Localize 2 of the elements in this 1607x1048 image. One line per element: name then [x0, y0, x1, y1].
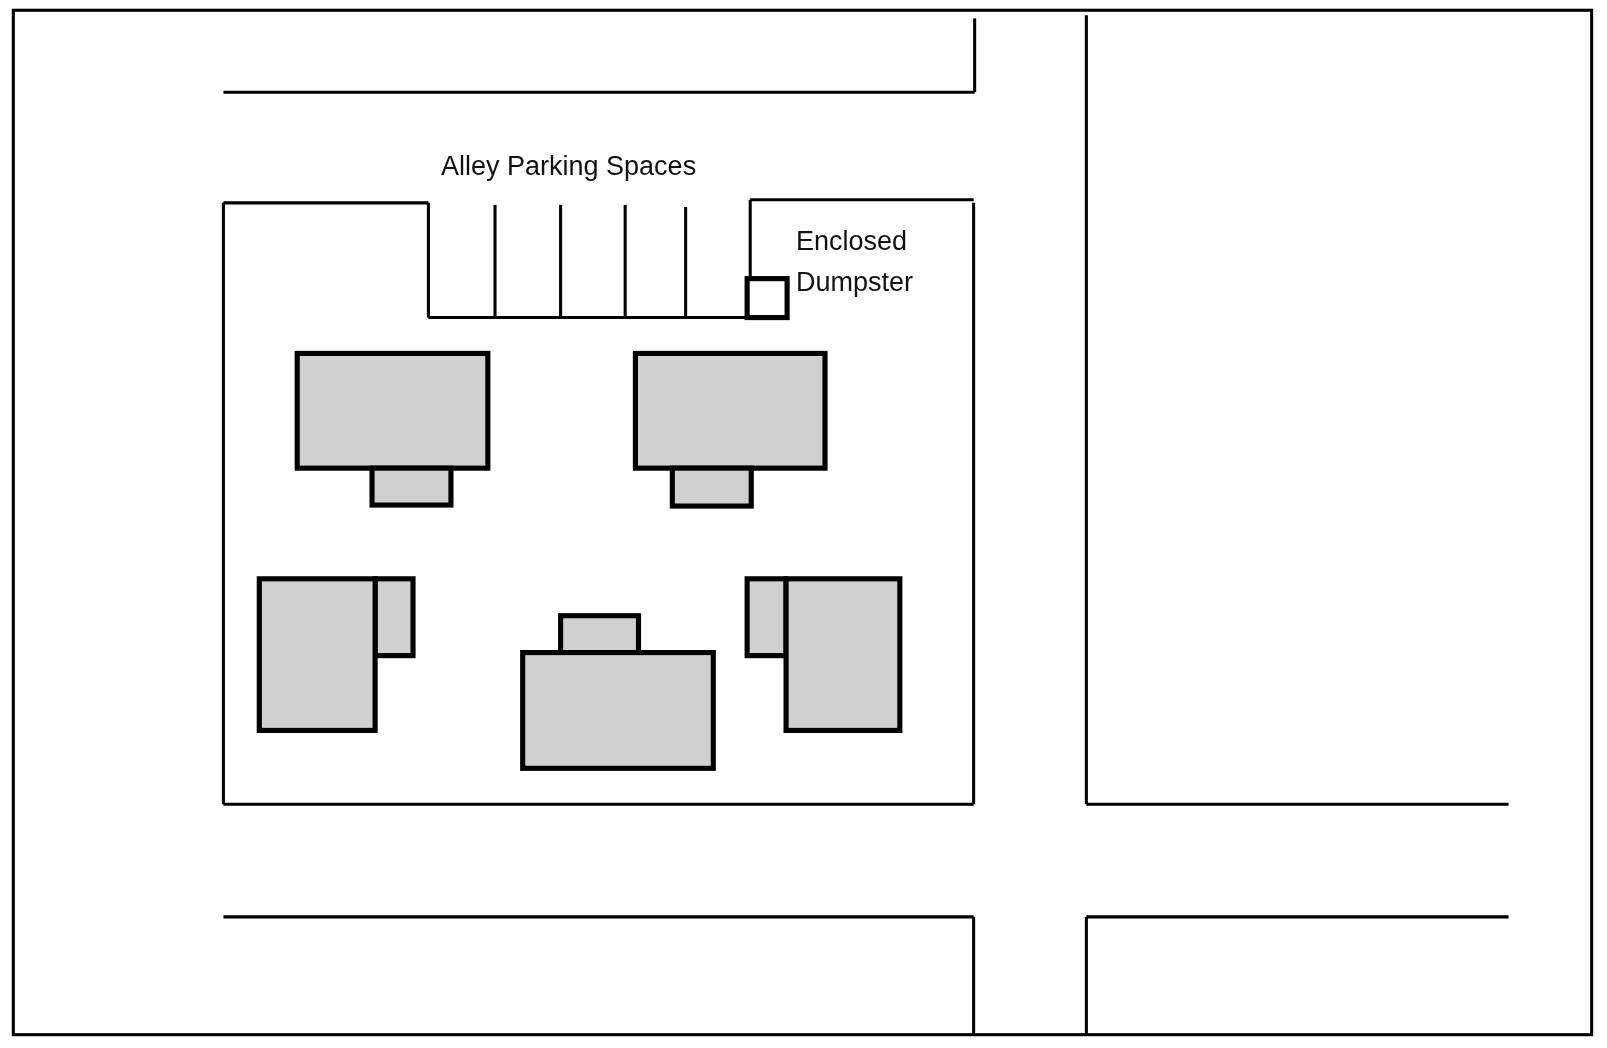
area-label: Enclosed Dumpster — [796, 225, 915, 299]
area-label: Alley Parking Spaces — [441, 150, 697, 183]
